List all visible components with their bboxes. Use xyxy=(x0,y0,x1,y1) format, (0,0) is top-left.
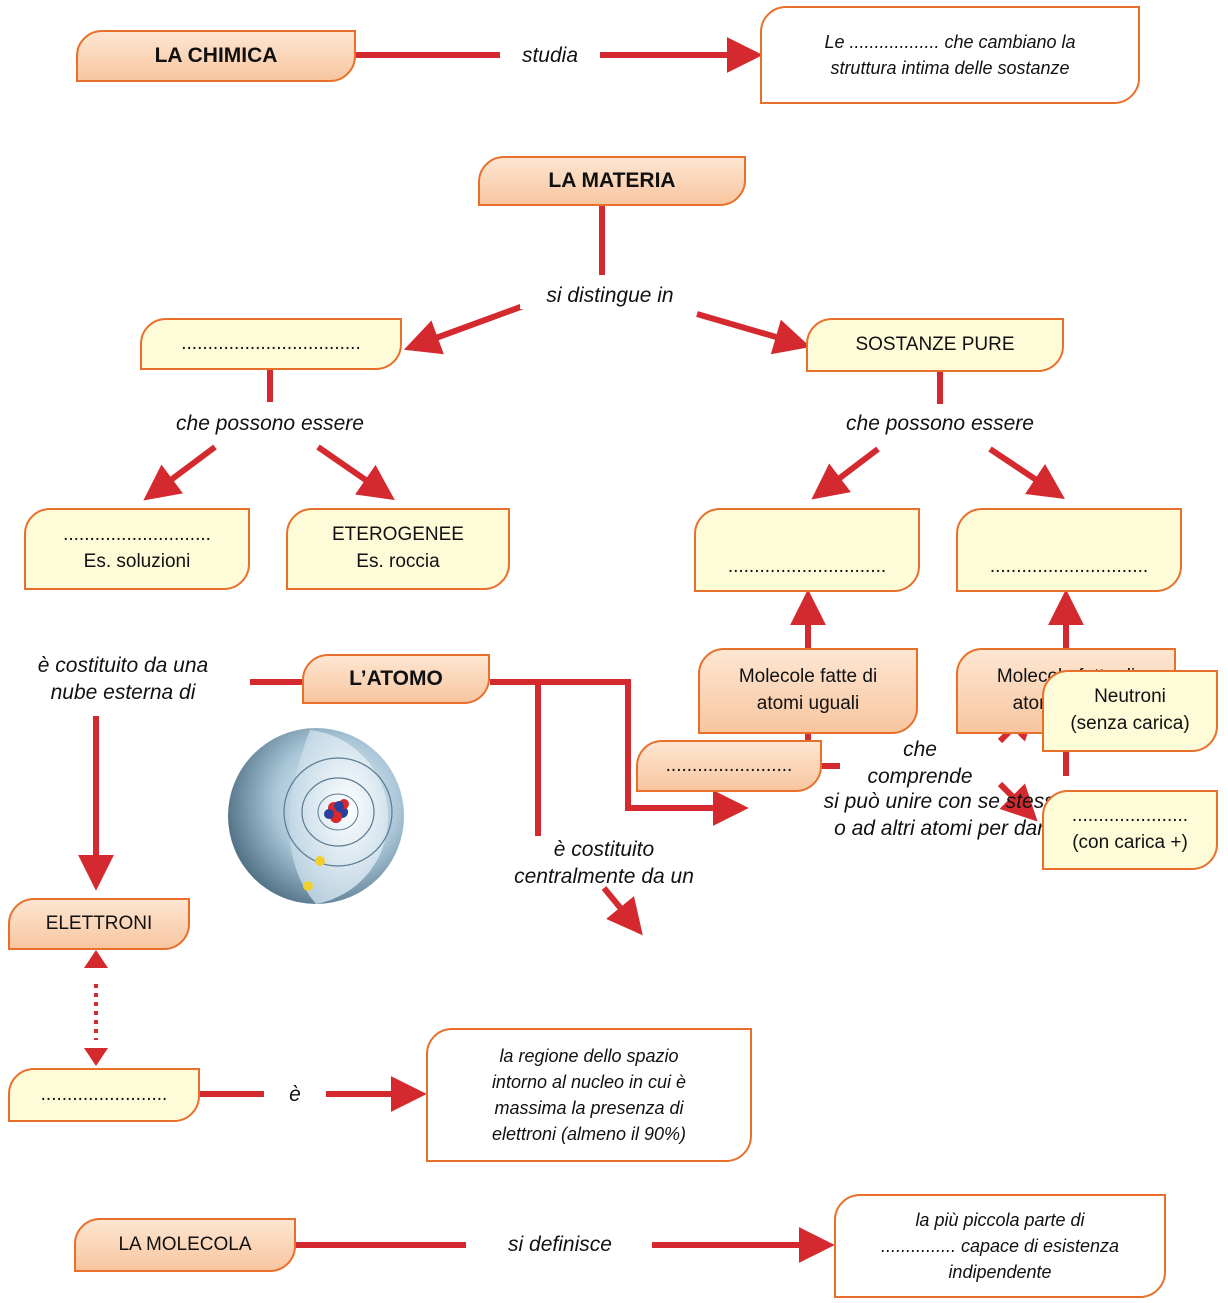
molecola-definition-box: la più piccola parte di ............... … xyxy=(834,1194,1166,1298)
chimica-verb: studia xyxy=(502,42,598,70)
chimica-def-line2: struttura intima delle sostanze xyxy=(830,58,1070,78)
protoni-box: ...................... (con carica +) xyxy=(1042,790,1218,870)
protoni-line2: (con carica +) xyxy=(1072,832,1188,853)
elementi-blank: .............................. xyxy=(727,555,887,577)
neutroni-box: Neutroni (senza carica) xyxy=(1042,670,1218,752)
molecola-box: LA MOLECOLA xyxy=(74,1218,296,1272)
neutroni-line1: Neutroni xyxy=(1094,686,1166,708)
composti-blank: .............................. xyxy=(989,555,1149,577)
molecola-verb: si definisce xyxy=(470,1231,650,1259)
miscugli-arrow-right xyxy=(316,444,395,501)
elettroni-label: ELETTRONI xyxy=(45,912,153,934)
composti-blank-box: .............................. xyxy=(956,508,1182,592)
elementi-blank-box: .............................. xyxy=(694,508,920,592)
nube-line1: è costituito da una xyxy=(37,654,209,677)
omogenee-blank: ............................ xyxy=(63,524,211,546)
elettroni-box: ELETTRONI xyxy=(8,898,190,950)
unire-line2: o ad altri atomi per dare xyxy=(834,817,1056,841)
miscugli-blank: .................................. xyxy=(181,332,361,354)
miscugli-verb: che possono essere xyxy=(176,412,364,435)
eterogenee-box: ETEROGENEE Es. roccia xyxy=(286,508,510,590)
materia-title: LA MATERIA xyxy=(548,169,676,193)
atomo-title: L’ATOMO xyxy=(349,667,443,691)
comprende-line2: comprende xyxy=(867,765,973,789)
miscugli-arrow-left xyxy=(143,444,217,501)
atom-illustration xyxy=(228,728,404,904)
omogenee-box: ............................ Es. soluzio… xyxy=(24,508,250,590)
neutroni-line2: (senza carica) xyxy=(1070,713,1190,734)
materia-arrow-right xyxy=(696,311,811,355)
sostanze-pure-box: SOSTANZE PURE xyxy=(806,318,1064,372)
nube-label: è costituito da una nube esterna di xyxy=(8,652,238,707)
molecola-def-line2: ............... capace di esistenza xyxy=(880,1235,1120,1256)
molecola-def-line1: la più piccola parte di xyxy=(915,1209,1085,1230)
chimica-def-line1: Le .................. che cambiano la xyxy=(824,31,1076,52)
molecole-uguali-line1: Molecole fatte di xyxy=(738,666,878,688)
protoni-arrow xyxy=(997,781,1038,822)
atomo-box: L’ATOMO xyxy=(302,654,490,704)
pure-verb: che possono essere xyxy=(846,412,1034,435)
nucleo-blank-box: ........................ xyxy=(636,740,822,792)
comprende-line1: che xyxy=(903,738,937,761)
chimica-box: LA CHIMICA xyxy=(76,30,356,82)
orbitale-arrowhead-down xyxy=(84,1048,108,1066)
unire-label: si può unire con se stesso o ad altri at… xyxy=(780,788,1110,843)
orb-def-line1: la regione dello spazio xyxy=(499,1045,679,1066)
eterogenee-example: Es. roccia xyxy=(356,551,440,572)
atomo-unire-arrow xyxy=(490,679,749,826)
comprende-label: che comprende xyxy=(850,736,990,791)
orb-def-line3: massima la presenza di xyxy=(494,1098,684,1118)
chimica-definition-box: Le .................. che cambiano la st… xyxy=(760,6,1140,104)
centr-label: è costituito centralmente da un xyxy=(484,836,724,891)
eterogenee-label: ETEROGENEE xyxy=(332,524,464,546)
orb-def-line2: intorno al nucleo in cui è xyxy=(491,1071,687,1092)
materia-arrow-left xyxy=(403,302,528,355)
miscugli-blank-box: .................................. xyxy=(140,318,402,370)
orbitale-blank: ........................ xyxy=(40,1083,168,1105)
nube-line2: nube esterna di xyxy=(50,681,196,705)
pure-arrow-left xyxy=(811,446,880,500)
molecola-title: LA MOLECOLA xyxy=(118,1233,252,1255)
nucleo-arrow xyxy=(601,886,643,936)
nucleo-blank: ........................ xyxy=(665,754,793,776)
unire-line1: si può unire con se stesso xyxy=(823,790,1067,813)
centr-line2: centralmente da un xyxy=(514,865,694,889)
molecola-def-line3: indipendente xyxy=(948,1262,1052,1283)
pure-arrow-right xyxy=(988,446,1065,499)
elettroni-arrowhead-up xyxy=(84,950,108,968)
materia-box: LA MATERIA xyxy=(478,156,746,206)
orbitale-definition-box: la regione dello spazio intorno al nucle… xyxy=(426,1028,752,1162)
orbitale-blank-box: ........................ xyxy=(8,1068,200,1122)
omogenee-example: Es. soluzioni xyxy=(83,551,191,572)
molecole-uguali-line2: atomi uguali xyxy=(756,693,860,714)
molecole-uguali-box: Molecole fatte di atomi uguali xyxy=(698,648,918,734)
orb-def-line4: elettroni (almeno il 90%) xyxy=(491,1124,687,1145)
protoni-blank: ...................... xyxy=(1071,805,1189,827)
chimica-title: LA CHIMICA xyxy=(154,44,278,68)
materia-verb: si distingue in xyxy=(520,282,700,310)
centr-line1: è costituito xyxy=(553,838,655,861)
sostanze-pure-label: SOSTANZE PURE xyxy=(855,333,1015,355)
orbitale-verb: è xyxy=(266,1081,324,1109)
